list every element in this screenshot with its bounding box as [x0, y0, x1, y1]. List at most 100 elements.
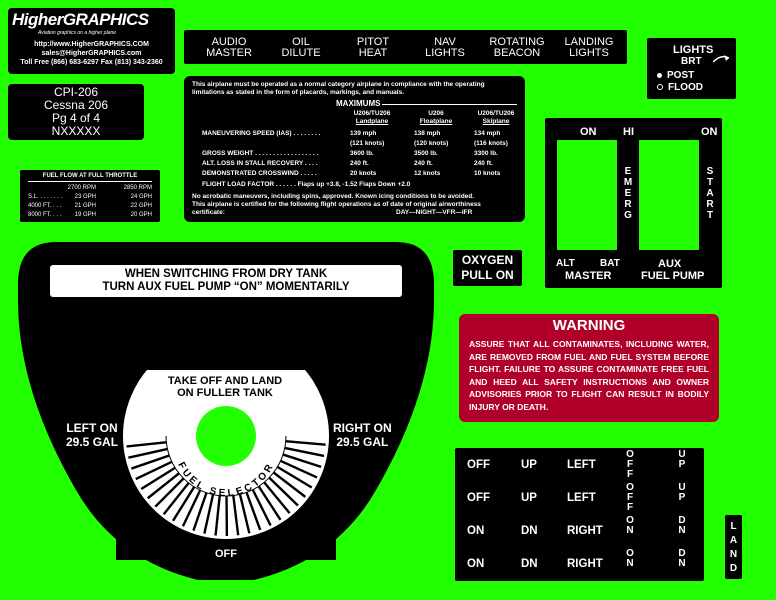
limitation-row-value: 10 knots — [474, 170, 501, 177]
switch-position-label: DN — [521, 558, 538, 570]
dial-tick — [283, 439, 326, 446]
switch-position-vertical: UP — [677, 483, 687, 503]
vertical-text: OFF — [626, 449, 634, 480]
switch-position-vertical: OFF — [625, 450, 635, 480]
emerg-letter: G — [624, 210, 632, 221]
oxygen-placard: OXYGEN PULL ON — [453, 250, 522, 286]
dial-tick — [128, 447, 170, 459]
switch-position-label: RIGHT — [567, 525, 603, 537]
fuel-flow-2700: 23 GPH — [74, 194, 96, 200]
column-header-type: Skiplane — [482, 118, 510, 125]
sales-email: sales@HigherGRAPHICS.com — [41, 50, 142, 57]
limitations-footer-3b: DAY—NIGHT—VFR—IFR — [396, 209, 473, 216]
dial-tick — [275, 464, 313, 489]
switch-label-line2: LIGHTS — [425, 47, 465, 59]
dial-tick — [250, 487, 272, 527]
emerg-letter: M — [623, 177, 633, 188]
fuel-flow-altitude: 8000 FT. . . . — [28, 212, 62, 218]
limitation-row-value: (116 knots) — [474, 140, 508, 147]
switch-label-line1: PITOT — [356, 36, 390, 48]
limitation-row-label: ALT. LOSS IN STALL RECOVERY . . . . — [202, 160, 318, 167]
dial-tick — [181, 487, 203, 527]
limitations-footer-1: No acrobatic maneuvers, including spins,… — [192, 193, 475, 200]
fuel-flow-altitude: S.L. . . . . . . . — [28, 194, 63, 200]
switch-label-line1: AUDIO — [211, 36, 247, 48]
fuel-flow-2700: 2700 RPM — [67, 185, 96, 191]
vertical-text: UP — [678, 449, 686, 470]
dial-tick — [231, 493, 240, 536]
phone-numbers: Toll Free (866) 683-6297 Fax (813) 343-2… — [20, 59, 163, 66]
fuel-notice-line-1: WHEN SWITCHING FROM DRY TANK — [124, 268, 328, 280]
column-header-type: Landplane — [355, 118, 389, 125]
page-indicator: Pg 4 of 4 — [51, 111, 101, 125]
switch-label-line2: LIGHTS — [569, 47, 609, 59]
start-letter: S — [706, 166, 714, 177]
warning-title: WARNING — [552, 317, 626, 334]
emerg-letter: R — [624, 199, 632, 210]
alt-label: ALT — [556, 258, 575, 269]
dial-center-hole — [196, 406, 256, 466]
dial-tick — [282, 446, 325, 458]
dial-tick — [278, 458, 318, 479]
master-label: MASTER — [565, 270, 612, 282]
load-factor: FLIGHT LOAD FACTOR . . . . . . Flaps up … — [202, 181, 411, 188]
website-url: http://www.HigherGRAPHICS.COM — [34, 41, 149, 48]
dial-tick — [192, 490, 209, 531]
aux-hi-label: HI — [623, 126, 634, 138]
switch-label-line1: LANDING — [564, 36, 614, 48]
switch-position-vertical: DN — [677, 549, 687, 569]
vertical-text: UP — [678, 482, 686, 503]
limitation-row-value: 3600 lb. — [350, 150, 374, 157]
lights-placard: LIGHTS BRT POST FLOOD — [647, 38, 736, 99]
logo-placard: HigherGRAPHICS Aviation graphics on a hi… — [8, 8, 175, 74]
limitation-row-value: 3500 lb. — [414, 150, 438, 157]
switch-position-label: OFF — [467, 492, 490, 504]
land-placard: LAND — [725, 515, 742, 579]
fuel-notice-line-2: TURN AUX FUEL PUMP “ON” MOMENTARILY — [102, 281, 350, 293]
column-header-model: U206 — [428, 110, 444, 117]
switch-label-line2: MASTER — [206, 47, 252, 59]
right-tank-label: RIGHT ON — [333, 421, 392, 435]
aux-pump-switch-window — [639, 140, 699, 250]
flood-circle-icon — [657, 84, 663, 90]
vertical-text: DN — [678, 548, 686, 569]
switch-position-label: OFF — [467, 459, 490, 471]
tail-number: NXXXXX — [51, 124, 101, 138]
operating-limitations-placard: This airplane must be operated as a norm… — [184, 76, 525, 222]
logo-tagline: Aviation graphics on a higher plane — [38, 30, 117, 36]
limitation-row-value: 138 mph — [414, 130, 441, 137]
column-header-model: U206/TU206 — [477, 110, 515, 117]
lights-title: LIGHTS — [673, 44, 714, 56]
dial-tick — [261, 479, 291, 514]
product-id-placard: CPI-206 Cessna 206 Pg 4 of 4 NXXXXX — [8, 84, 144, 140]
limitation-row-value: (121 knots) — [350, 140, 385, 147]
dial-tick — [244, 490, 262, 531]
emerg-letter: E — [624, 166, 632, 177]
warning-text: ASSURE THAT ALL CONTAMINATES, INCLUDING … — [469, 339, 709, 412]
maximums-heading: MAXIMUMS — [334, 99, 383, 108]
vertical-text: ON — [626, 548, 634, 569]
aircraft-model: Cessna 206 — [43, 98, 109, 112]
right-tank-capacity: 29.5 GAL — [336, 435, 389, 449]
switch-position-label: RIGHT — [567, 558, 603, 570]
fuel-flow-2700: 19 GPH — [74, 212, 96, 218]
vertical-text: OFF — [626, 482, 634, 513]
limitation-row-label: DEMONSTRATED CROSSWIND . . . . . — [202, 170, 317, 177]
limitation-row-value: 12 knots — [414, 170, 441, 177]
limitation-row-value: 240 ft. — [414, 160, 433, 167]
limitation-row-value: 240 ft. — [350, 160, 369, 167]
limitations-footer-2: This airplane is certified for the follo… — [192, 201, 481, 208]
switch-position-label: LEFT — [567, 492, 596, 504]
product-code: CPI-206 — [53, 85, 99, 99]
oxygen-label: OXYGEN — [461, 253, 514, 267]
oxygen-pull-on: PULL ON — [461, 268, 514, 282]
master-switch-window — [557, 140, 617, 250]
